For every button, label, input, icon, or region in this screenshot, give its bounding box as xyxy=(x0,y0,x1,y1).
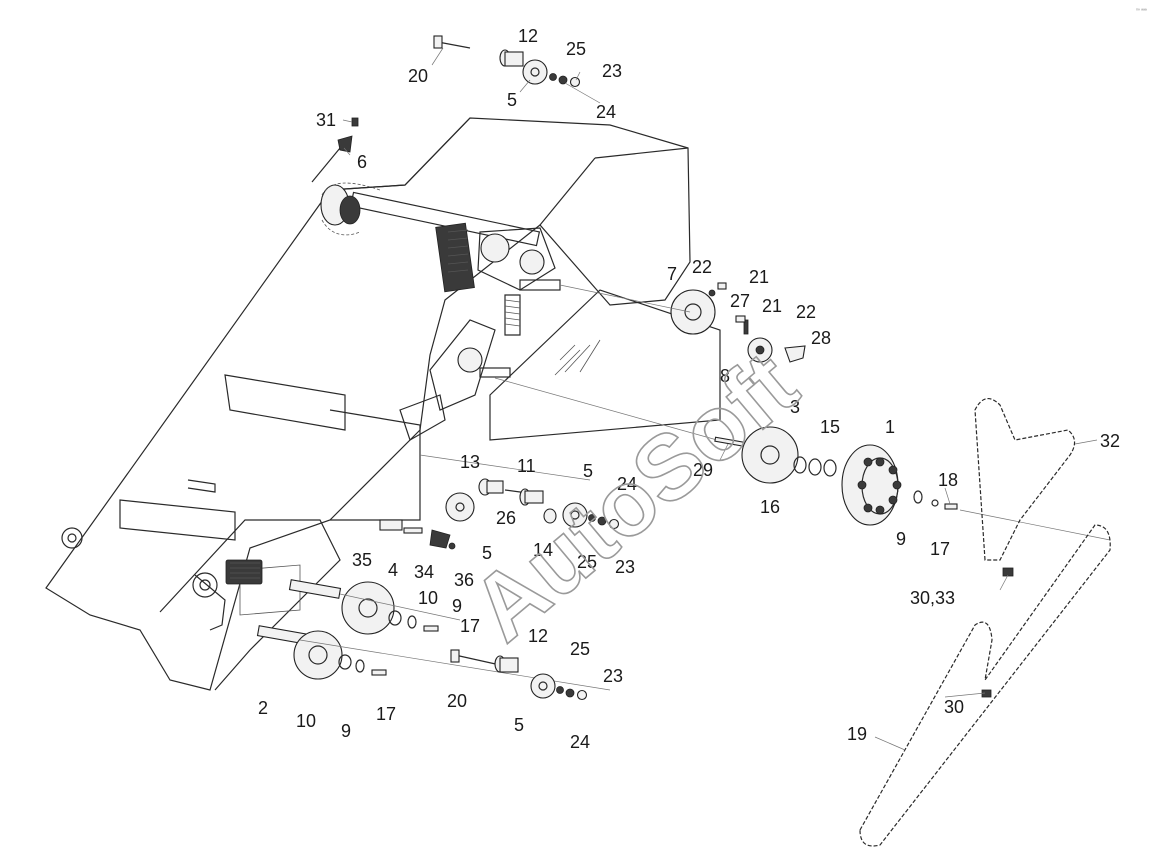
middle-part-group xyxy=(379,478,620,550)
label-25-top: 25 xyxy=(566,39,586,59)
upper-shaft-assembly xyxy=(320,184,561,441)
label-3: 3 xyxy=(790,397,800,417)
label-27: 27 xyxy=(730,291,750,311)
label-23-top: 23 xyxy=(602,61,622,81)
lower-left-group xyxy=(256,579,439,680)
label-14: 14 xyxy=(533,540,553,560)
label-32: 32 xyxy=(1100,431,1120,451)
label-12-bottom: 12 xyxy=(528,626,548,646)
label-23-bottom: 23 xyxy=(603,666,623,686)
label-9-right: 9 xyxy=(896,529,906,549)
label-17-lower: 17 xyxy=(376,704,396,724)
label-15: 15 xyxy=(820,417,840,437)
label-21-lower: 21 xyxy=(762,296,782,316)
label-22-lower: 22 xyxy=(796,302,816,322)
label-29: 29 xyxy=(693,460,713,480)
label-5-top: 5 xyxy=(507,90,517,110)
label-21-upper: 21 xyxy=(749,267,769,287)
label-leader-lines xyxy=(342,47,1098,751)
part-6-rod xyxy=(311,135,353,183)
corner-mark: ⁰º ªªª xyxy=(1136,8,1147,14)
upper-chain xyxy=(321,182,381,236)
label-34: 34 xyxy=(414,562,434,582)
label-10-upper: 10 xyxy=(418,588,438,608)
label-7: 7 xyxy=(667,264,677,284)
label-28: 28 xyxy=(811,328,831,348)
label-5-middle-low: 5 xyxy=(482,543,492,563)
label-25-bottom: 25 xyxy=(570,639,590,659)
label-20-top: 20 xyxy=(408,66,428,86)
chain-32 xyxy=(974,398,1076,577)
label-36: 36 xyxy=(454,570,474,590)
label-8: 8 xyxy=(720,366,730,386)
label-24-bottom: 24 xyxy=(570,732,590,752)
sprocket-7-group xyxy=(670,282,806,363)
label-17-right: 17 xyxy=(930,539,950,559)
label-1: 1 xyxy=(885,417,895,437)
label-16: 16 xyxy=(760,497,780,517)
label-30-33: 30,33 xyxy=(910,588,955,608)
label-24-middle: 24 xyxy=(617,474,637,494)
label-2: 2 xyxy=(258,698,268,718)
label-31: 31 xyxy=(316,110,336,130)
label-18: 18 xyxy=(938,470,958,490)
label-20-bottom: 20 xyxy=(447,691,467,711)
label-30: 30 xyxy=(944,697,964,717)
label-6: 6 xyxy=(357,152,367,172)
label-19: 19 xyxy=(847,724,867,744)
label-25-middle: 25 xyxy=(577,552,597,572)
label-24-top: 24 xyxy=(596,102,616,122)
label-22-upper: 22 xyxy=(692,257,712,277)
label-5-bottom: 5 xyxy=(514,715,524,735)
chain-19 xyxy=(859,524,1111,847)
label-10-lower: 10 xyxy=(296,711,316,731)
bottom-part-group xyxy=(450,649,588,701)
label-9-middle: 9 xyxy=(452,596,462,616)
housing-frame xyxy=(45,117,721,691)
label-4: 4 xyxy=(388,560,398,580)
part-31-bolt xyxy=(351,117,359,127)
label-5-middle: 5 xyxy=(583,461,593,481)
label-13: 13 xyxy=(460,452,480,472)
label-9-lower: 9 xyxy=(341,721,351,741)
label-35: 35 xyxy=(352,550,372,570)
part-labels: 20 12 25 23 5 24 31 6 7 22 21 27 21 22 2… xyxy=(258,26,1120,752)
right-clutch-group xyxy=(741,426,958,526)
label-12-top: 12 xyxy=(518,26,538,46)
label-17-middle: 17 xyxy=(460,616,480,636)
label-23-middle: 23 xyxy=(615,557,635,577)
label-26: 26 xyxy=(496,508,516,528)
top-part-group xyxy=(433,35,581,88)
label-11: 11 xyxy=(517,456,536,476)
